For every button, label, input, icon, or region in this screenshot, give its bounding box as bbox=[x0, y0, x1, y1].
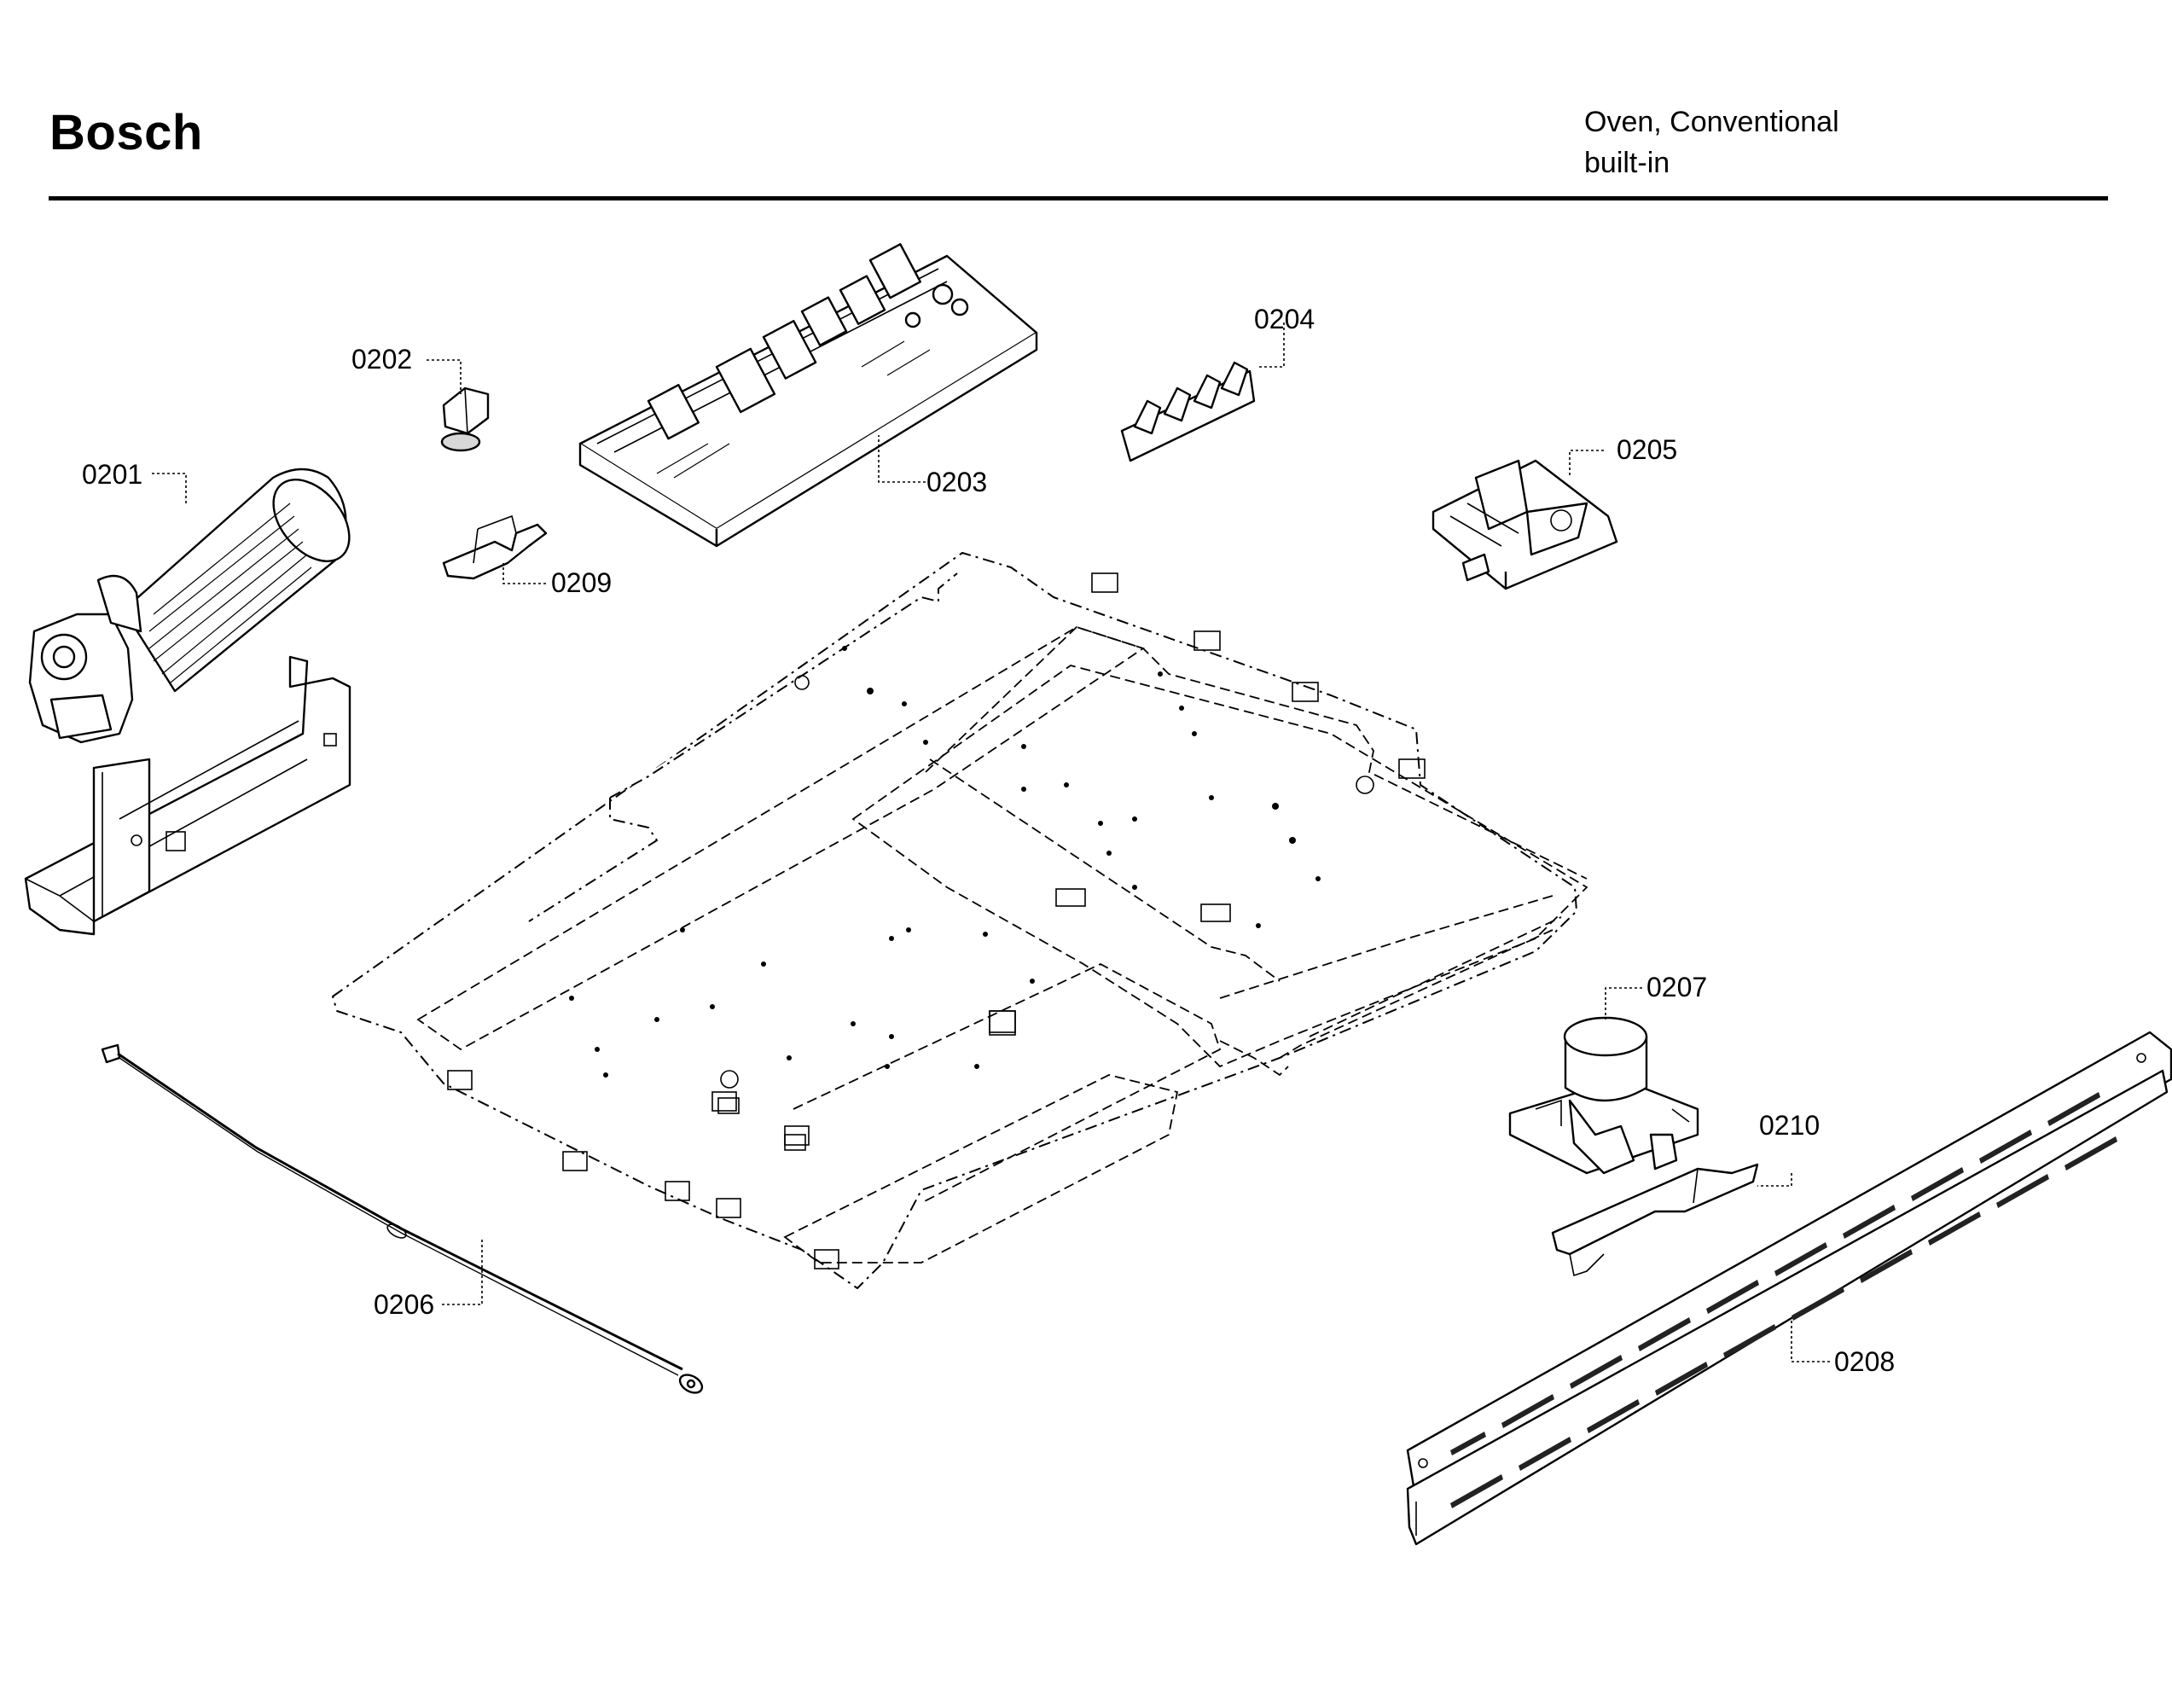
base-panel bbox=[332, 552, 1588, 1289]
header-divider bbox=[49, 196, 2108, 200]
fan-bracket bbox=[24, 655, 351, 936]
bracket-part-0209 bbox=[442, 514, 548, 580]
terminal-block-part-0204 bbox=[1120, 361, 1256, 462]
callout-0205: 0205 bbox=[1617, 434, 1677, 465]
thermostat-part-0202 bbox=[440, 386, 490, 452]
bracket-part-0210 bbox=[1551, 1163, 1759, 1277]
vent-slots bbox=[1450, 1092, 2117, 1508]
product-type: Oven, Conventional bbox=[1584, 106, 1839, 138]
terminal-housing-part-0205 bbox=[1432, 459, 1618, 590]
callout-0203: 0203 bbox=[926, 467, 987, 497]
callout-0202: 0202 bbox=[351, 344, 412, 375]
leader-lines bbox=[152, 322, 1830, 1362]
callout-labels: 0201 0202 0203 0204 0205 0206 0207 0208 … bbox=[82, 304, 1895, 1377]
vent-rail-part-0208 bbox=[1406, 1031, 2172, 1546]
control-board-part-0203 bbox=[578, 243, 1038, 548]
callout-0208: 0208 bbox=[1834, 1346, 1895, 1377]
motor-part-0207 bbox=[1508, 1016, 1699, 1175]
ground-wire-part-0206 bbox=[101, 1043, 704, 1394]
brand-title: Bosch bbox=[49, 105, 203, 160]
callout-0206: 0206 bbox=[374, 1289, 434, 1320]
callout-0201: 0201 bbox=[82, 459, 142, 490]
callout-0207: 0207 bbox=[1646, 972, 1707, 1002]
callout-0204: 0204 bbox=[1254, 304, 1315, 334]
fan-motor-part-0201 bbox=[28, 468, 351, 744]
callout-0210: 0210 bbox=[1759, 1110, 1820, 1141]
product-subtype: built-in bbox=[1584, 147, 1670, 179]
callout-0209: 0209 bbox=[551, 567, 612, 598]
